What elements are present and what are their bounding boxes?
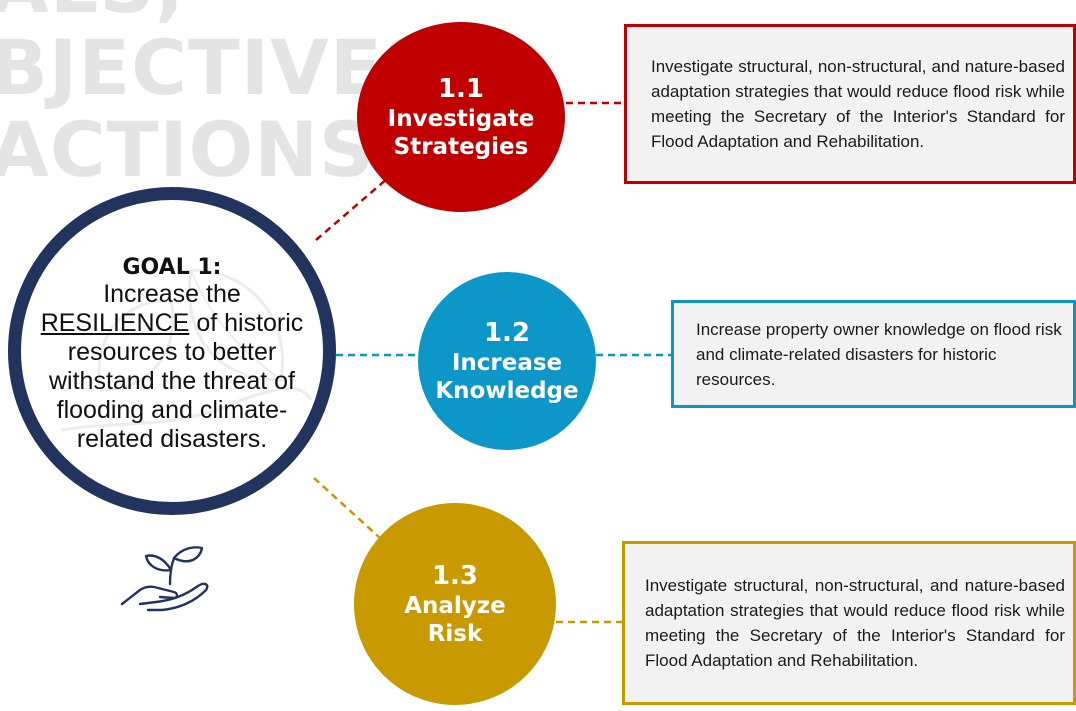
objective-1-3-label: Analyze Risk <box>404 592 506 647</box>
leaf-watermark-icon <box>60 268 313 432</box>
hand-with-sprout-icon <box>120 546 209 612</box>
goal-title: GOAL 1: <box>122 254 222 280</box>
goal-text-before: Increase the <box>103 279 241 308</box>
objective-1-1-description: Investigate structural, non-structural, … <box>651 57 1065 151</box>
objective-1-3-number: 1.3 <box>431 560 479 591</box>
background-heading-line-3: ACTIONS <box>0 105 375 194</box>
objective-1-2-description-box: Increase property owner knowledge on flo… <box>671 300 1076 408</box>
objective-1-1-label: Investigate Strategies <box>387 105 535 160</box>
objective-1-2-label: Increase Knowledge <box>435 349 579 404</box>
connector-goal-to-objective-1 <box>315 177 389 241</box>
objective-1-3-circle: 1.3 Analyze Risk <box>354 503 556 705</box>
goal-highlight: RESILIENCE <box>40 308 190 337</box>
objective-1-1-description-box: Investigate structural, non-structural, … <box>624 24 1076 184</box>
objective-1-2-circle: 1.2 Increase Knowledge <box>418 272 596 450</box>
objective-1-3-description-box: Investigate structural, non-structural, … <box>622 541 1076 705</box>
objective-1-1-circle: 1.1 Investigate Strategies <box>357 22 565 212</box>
goal-text-after: of historic resources to better withstan… <box>49 308 304 453</box>
objective-1-2-description: Increase property owner knowledge on flo… <box>696 319 1062 389</box>
connector-goal-to-objective-3 <box>313 477 381 539</box>
objective-1-2-number: 1.2 <box>483 317 531 348</box>
objective-1-1-number: 1.1 <box>437 73 485 104</box>
objective-1-3-description: Investigate structural, non-structural, … <box>645 576 1065 670</box>
background-heading-line-1: ALS, <box>0 0 185 24</box>
